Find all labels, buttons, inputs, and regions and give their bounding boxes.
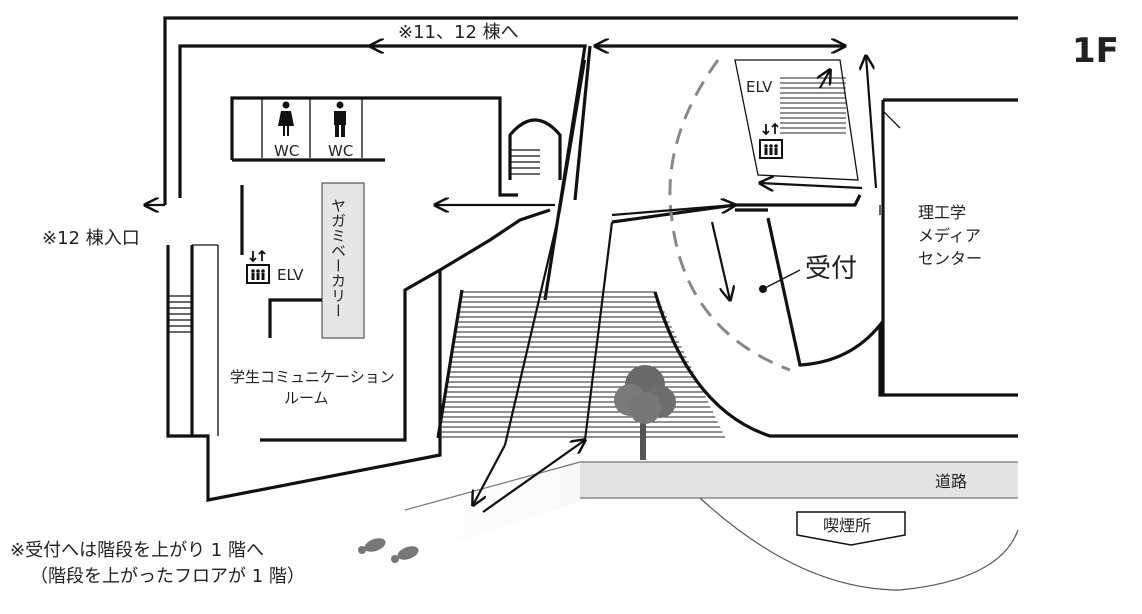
note-line2: （階段を上がったフロアが 1 階） [30, 566, 305, 587]
tree-icon [614, 365, 676, 460]
label-wc-men: WC [328, 142, 353, 160]
elevator-icon [246, 249, 270, 284]
label-student-room-line2: ルーム [284, 389, 329, 407]
central-stairs [438, 291, 725, 438]
label-to-buildings: ※11、12 棟へ [398, 22, 519, 43]
label-building12-entrance: ※12 棟入口 [42, 228, 140, 249]
label-media-center-line2: メディア [918, 226, 981, 245]
route-arrows [145, 46, 878, 513]
left-building [166, 96, 562, 502]
elevator-icon-right [759, 122, 783, 159]
label-media-center-line3: センター [918, 249, 982, 268]
road-area [404, 461, 1019, 591]
woman-restroom-icon [278, 101, 294, 136]
note-line1: ※受付へは階段を上がり 1 階へ [10, 540, 264, 561]
footprints-icon [358, 538, 419, 563]
label-wc-women: WC [274, 142, 299, 160]
reception-building [611, 59, 1018, 397]
label-smoking-area: 喫煙所 [823, 516, 871, 535]
spiral-stairs [508, 118, 562, 180]
floor-label: 1F [1072, 31, 1119, 71]
label-road: 道路 [935, 472, 967, 491]
left-stairs [168, 295, 192, 333]
bakery-area [321, 182, 365, 339]
label-reception: 受付 [805, 254, 857, 284]
smoking-area-sign [796, 511, 906, 546]
label-student-room-line1: 学生コミュニケーション [230, 368, 395, 386]
label-elv-left: ELV [277, 266, 304, 284]
man-restroom-icon [334, 101, 346, 137]
label-bakery: ヤガミベーカリー [329, 198, 347, 318]
label-media-center-line1: 理工学 [918, 203, 966, 222]
label-elv-right: ELV [746, 78, 773, 96]
